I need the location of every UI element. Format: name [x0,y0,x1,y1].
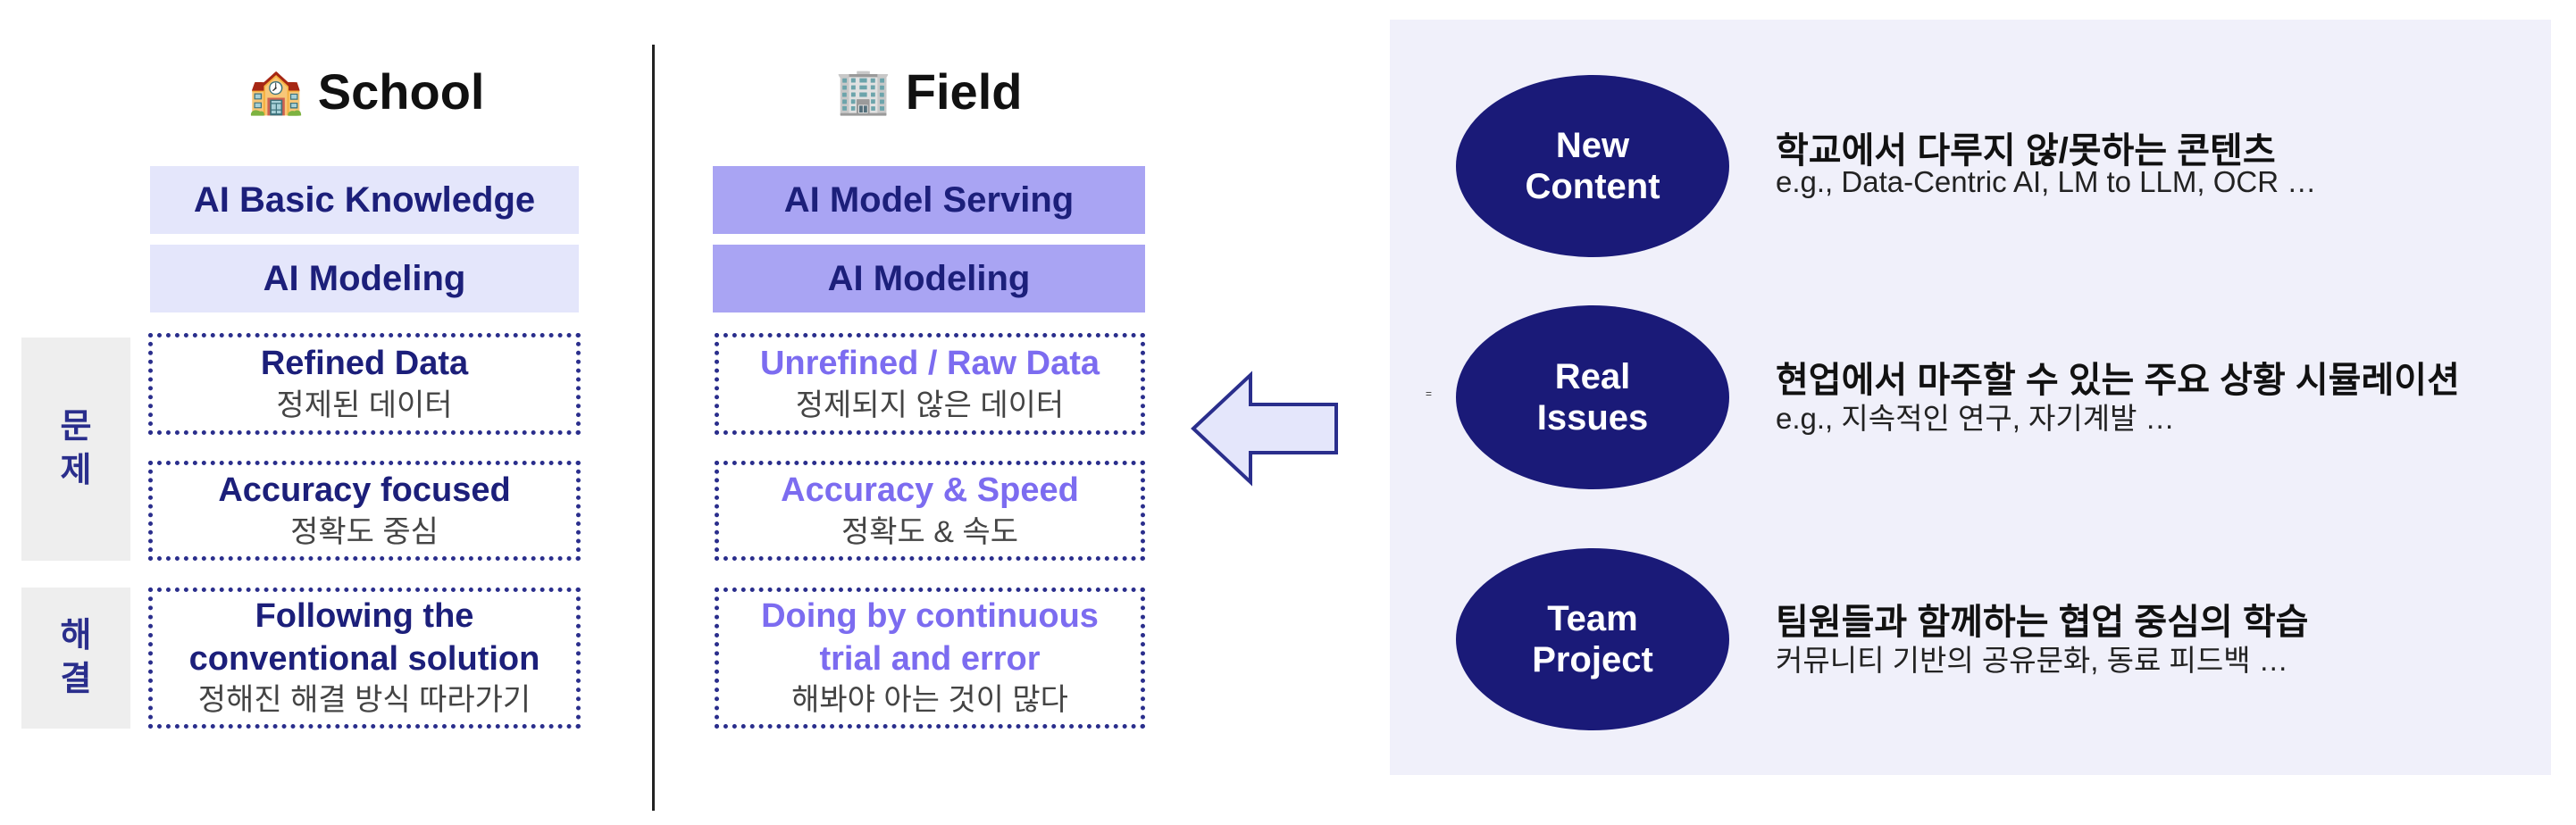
school-modeling-box: AI Modeling [150,245,579,312]
problem-label-char-2: 제 [60,452,92,489]
team-project-ellipse: Team Project [1456,548,1729,730]
real-issues-line-2: Issues [1536,398,1649,438]
real-issues-desc: e.g., 지속적인 연구, 자기계발 … [1776,402,2175,435]
new-content-desc: e.g., Data-Centric AI, LM to LLM, OCR … [1776,165,2317,198]
team-project-title: 팀원들과 함께하는 협업 중심의 학습 [1776,603,2309,642]
mini-mark: = [1426,388,1433,400]
field-serving-box: AI Model Serving [713,166,1145,234]
office-building-icon: 🏢 [835,65,891,116]
school-title: 🏫 School [152,55,581,127]
field-solution-main-1: Doing by continuous [761,597,1099,636]
new-content-line-2: Content [1525,167,1660,206]
field-accuracy-sub: 정확도 & 속도 [841,514,1018,549]
real-issues-ellipse: Real Issues [1456,305,1729,489]
school-building-icon: 🏫 [247,65,304,116]
real-issues-line-1: Real [1554,357,1631,396]
school-data-sub: 정제된 데이터 [276,388,453,422]
solution-label-char-1: 해 [60,616,92,654]
school-data-main: Refined Data [260,345,469,383]
field-accuracy-main: Accuracy & Speed [781,471,1079,510]
problem-side-label: 문 제 [21,338,130,561]
field-modeling-box: AI Modeling [713,245,1145,312]
field-solution-sub: 해봐야 아는 것이 많다 [791,683,1068,718]
field-data-sub: 정제되지 않은 데이터 [795,388,1065,422]
real-issues-title: 현업에서 마주할 수 있는 주요 상황 시뮬레이션 [1776,361,2460,400]
team-project-line-2: Project [1532,640,1653,679]
school-title-text: School [317,62,485,120]
school-solution-box: Following the conventional solution 정해진 … [148,588,581,729]
solution-side-label: 해 결 [21,588,130,729]
field-data-main: Unrefined / Raw Data [759,345,1100,383]
school-basic-knowledge-box: AI Basic Knowledge [150,166,579,234]
school-accuracy-box: Accuracy focused 정확도 중심 [148,461,581,561]
team-project-line-1: Team [1547,599,1638,638]
field-solution-main-2: trial and error [819,639,1041,678]
field-solution-box: Doing by continuous trial and error 해봐야 … [715,588,1145,729]
new-content-title: 학교에서 다루지 않/못하는 콘텐츠 [1776,131,2276,171]
column-divider [652,45,655,811]
school-solution-main-2: conventional solution [188,639,540,678]
solution-label-char-2: 결 [60,661,92,698]
school-solution-sub: 정해진 해결 방식 따라가기 [197,683,531,718]
school-accuracy-sub: 정확도 중심 [290,514,439,549]
field-title-text: Field [905,62,1023,120]
school-solution-main-1: Following the [255,597,474,636]
school-accuracy-main: Accuracy focused [218,471,511,510]
school-data-box: Refined Data 정제된 데이터 [148,333,581,435]
field-accuracy-box: Accuracy & Speed 정확도 & 속도 [715,461,1145,561]
left-arrow-icon [1191,371,1338,487]
field-data-box: Unrefined / Raw Data 정제되지 않은 데이터 [715,333,1145,435]
problem-label-char-1: 문 [60,407,92,446]
new-content-ellipse: New Content [1456,75,1729,257]
new-content-line-1: New [1555,126,1630,165]
team-project-desc: 커뮤니티 기반의 공유문화, 동료 피드백 … [1776,644,2288,677]
field-title: 🏢 Field [715,55,1143,127]
